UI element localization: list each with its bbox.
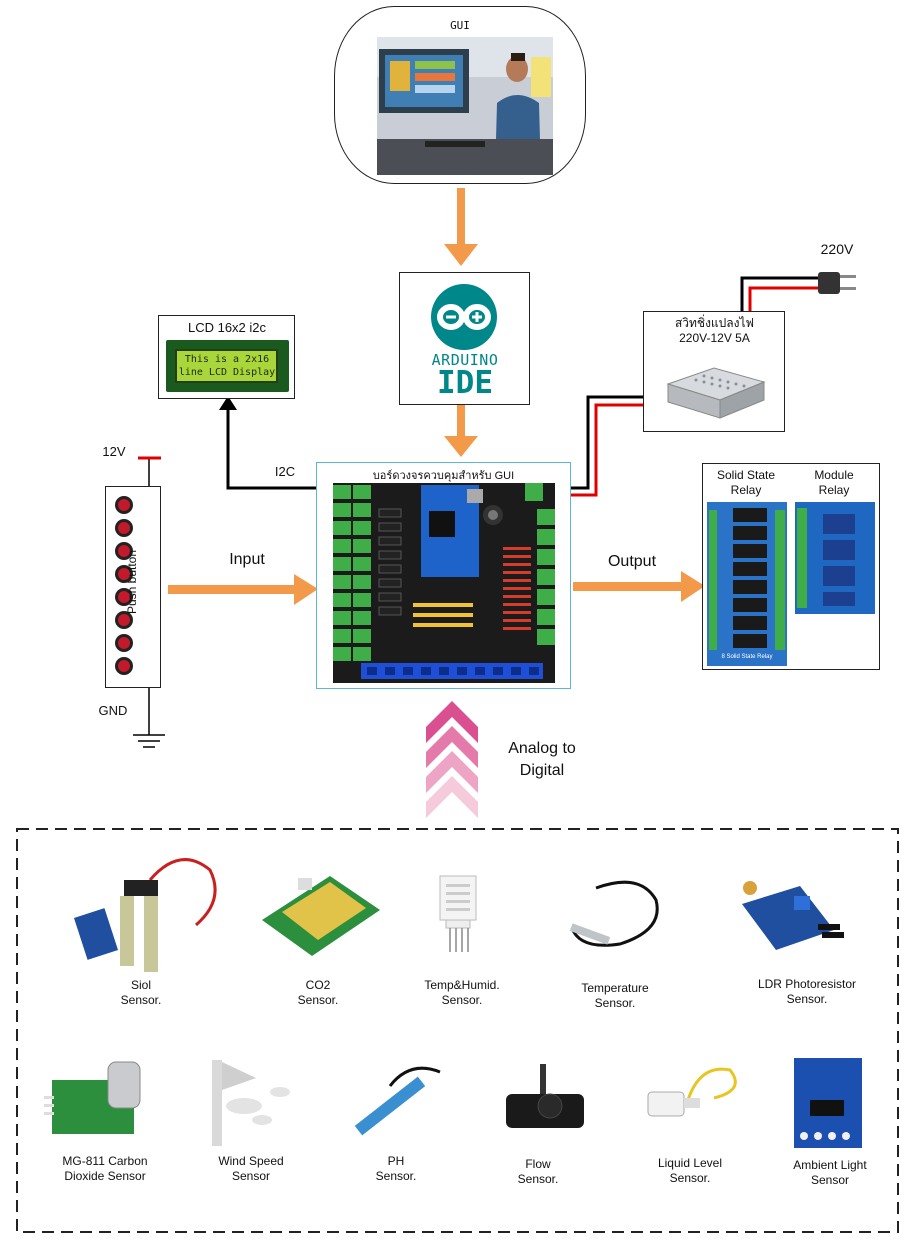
wind-speed-sensor-image (212, 1060, 290, 1146)
sensor-ph: PHSensor. (331, 1154, 461, 1184)
flow-sensor-image (506, 1064, 584, 1128)
sensor-ambient-light: Ambient LightSensor (765, 1158, 895, 1188)
sensor-temp-humid: Temp&Humid.Sensor. (397, 978, 527, 1008)
sensor-mg811: MG-811 CarbonDioxide Sensor (40, 1154, 170, 1184)
sensor-wind-speed: Wind SpeedSensor (186, 1154, 316, 1184)
sensor-flow: FlowSensor. (473, 1157, 603, 1187)
soil-sensor-image (74, 860, 215, 972)
mg811-sensor-image (44, 1062, 140, 1134)
sensor-soil: SiolSensor. (76, 978, 206, 1008)
sensor-temperature: TemperatureSensor. (550, 981, 680, 1011)
sensor-co2: CO2Sensor. (253, 978, 383, 1008)
liquid-level-sensor-image (648, 1069, 735, 1116)
ambient-light-sensor-image (794, 1058, 862, 1148)
sensor-liquid-level: Liquid LevelSensor. (625, 1156, 755, 1186)
ph-sensor-image (355, 1068, 440, 1135)
temperature-probe-image (570, 882, 657, 945)
sensor-ldr: LDR PhotoresistorSensor. (742, 977, 872, 1007)
ldr-sensor-image (742, 881, 844, 950)
co2-sensor-image (262, 876, 380, 956)
temp-humid-sensor-image (440, 876, 476, 952)
